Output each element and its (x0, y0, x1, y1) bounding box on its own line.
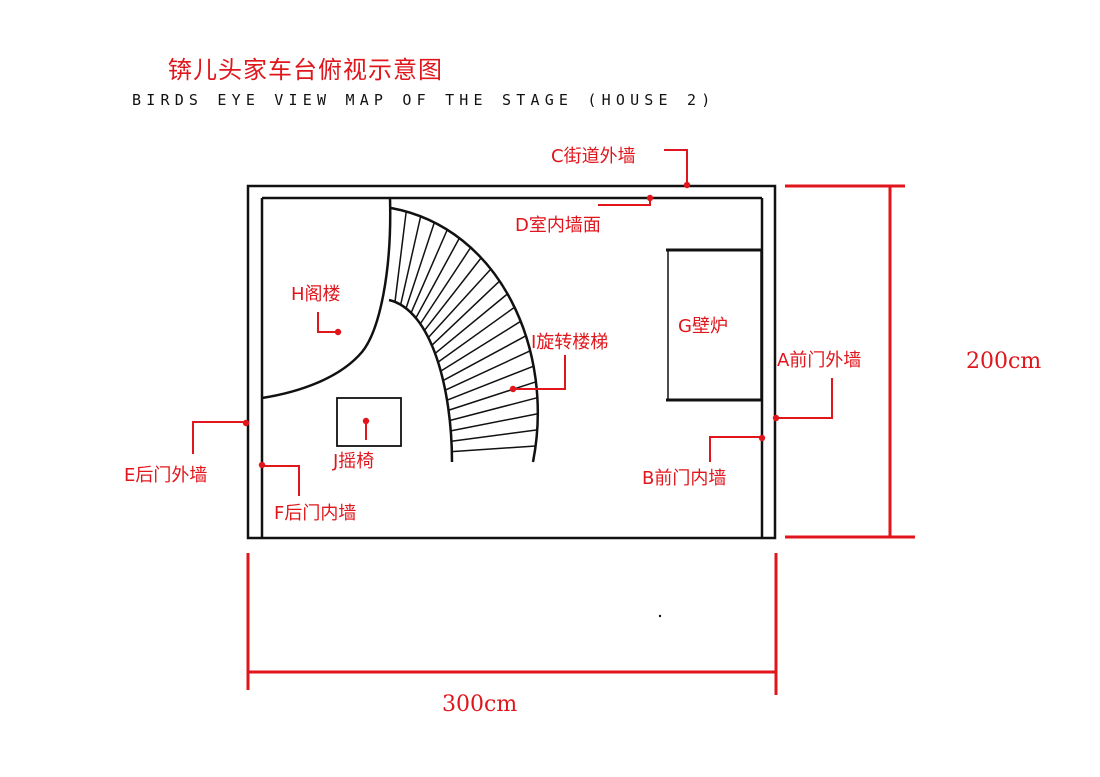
stair-step (399, 216, 422, 305)
stair-step (410, 229, 448, 314)
label-G: G壁炉 (678, 316, 728, 337)
dimension-lines (246, 184, 915, 695)
stair-step (415, 237, 461, 319)
label-H: H阁楼 (291, 284, 341, 305)
stair-step (451, 445, 536, 453)
title-english: BIRDS EYE VIEW MAP OF THE STAGE (HOUSE 2… (132, 91, 716, 109)
label-C: C街道外墙 (551, 146, 636, 167)
rocking-chair (336, 397, 402, 447)
attic-edge (261, 197, 392, 400)
labels: C街道外墙 D室内墙面 H阁楼 I旋转楼梯 G壁炉 A前门外墙 J摇椅 B前门内… (124, 146, 861, 524)
stair-step (442, 335, 527, 382)
title-chinese: 锛儿头家车台俯视示意图 (168, 56, 443, 84)
label-F: F后门内墙 (274, 503, 356, 524)
label-A: A前门外墙 (777, 350, 861, 371)
leader-F (263, 465, 300, 496)
staircase-steps (394, 211, 538, 453)
dot-E (242, 419, 250, 427)
dot-I (509, 385, 517, 393)
label-J: J摇椅 (332, 451, 374, 472)
leader-E (192, 421, 245, 454)
spiral-staircase (388, 206, 540, 463)
leader-lines (192, 149, 833, 496)
dot-H (334, 328, 342, 336)
stair-step (437, 306, 515, 363)
dot-C (683, 181, 691, 189)
stair-step (419, 247, 472, 325)
staircase-inner-curve (388, 298, 454, 463)
dot-J (362, 417, 370, 425)
height-dimension: 200cm (966, 349, 1041, 374)
stair-step (427, 268, 492, 339)
leader-C (664, 149, 688, 183)
stair-step (394, 211, 407, 302)
outer-wall (246, 184, 777, 540)
stair-step (440, 320, 522, 372)
stray-dot (658, 614, 662, 618)
leader-B (709, 436, 762, 462)
dot-B (758, 434, 766, 442)
dot-D (646, 194, 654, 202)
leader-H (317, 312, 338, 333)
room-walls (246, 184, 777, 540)
stair-step (405, 222, 436, 309)
leader-I (513, 355, 566, 390)
label-E: E后门外墙 (124, 465, 207, 486)
stair-step (434, 293, 508, 355)
leader-dots (242, 181, 780, 469)
staircase-outer-curve (390, 206, 540, 463)
dot-F (258, 461, 266, 469)
label-I: I旋转楼梯 (531, 332, 608, 353)
stair-step (444, 350, 531, 391)
stair-step (450, 412, 538, 432)
stair-step (423, 257, 482, 331)
stair-step (449, 396, 538, 422)
leader-A (778, 378, 833, 419)
stair-step (431, 280, 501, 346)
fireplace (666, 248, 762, 402)
stair-step (451, 429, 538, 443)
stair-step (448, 381, 537, 411)
width-dimension: 300cm (442, 692, 517, 717)
dot-A (772, 414, 780, 422)
label-B: B前门内墙 (642, 468, 726, 489)
stair-step (446, 365, 534, 401)
label-D: D室内墙面 (515, 215, 601, 236)
